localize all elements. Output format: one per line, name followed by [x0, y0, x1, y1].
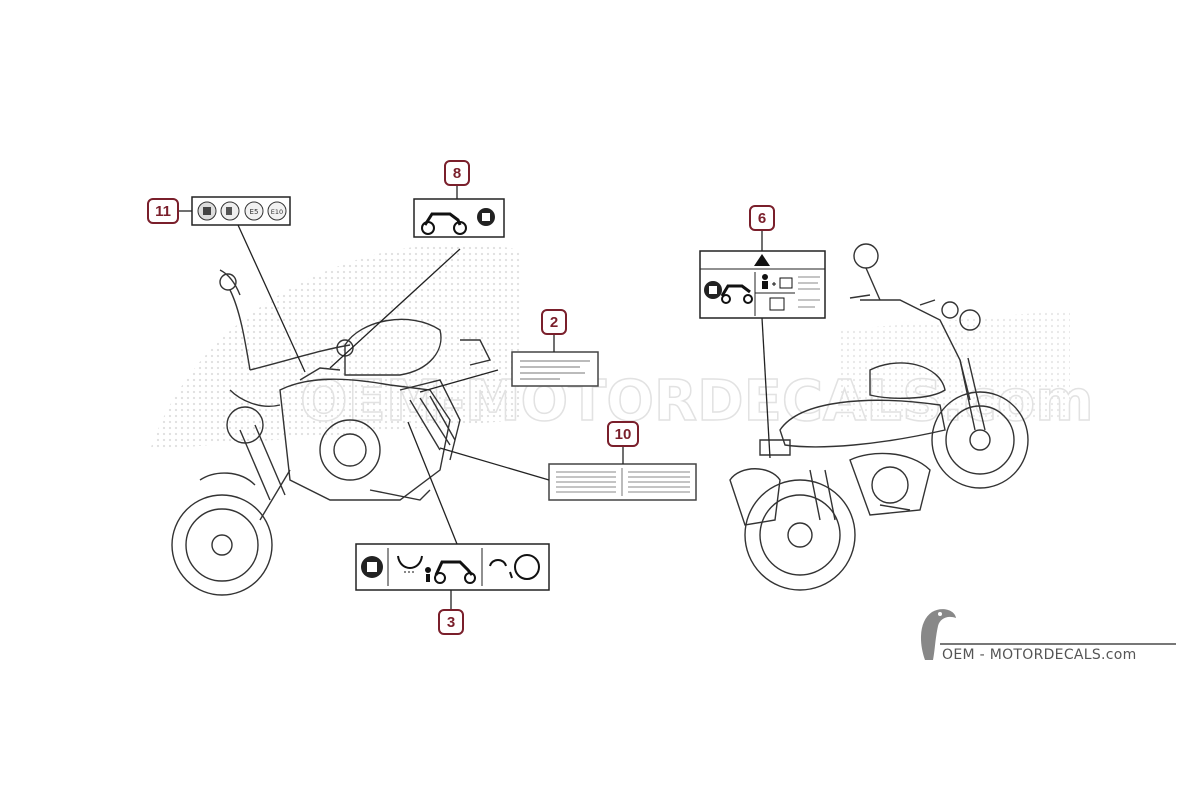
callout-8: 8: [444, 160, 470, 186]
leader-6-to-bike: [761, 317, 771, 459]
leader-11-to-bike: [237, 224, 306, 373]
label-8: [413, 198, 505, 238]
e10-badge-text: E10: [271, 208, 283, 216]
callout-2: 2: [541, 309, 567, 335]
motorcycle-left-view: [171, 269, 492, 596]
motorcycle-right-view: [729, 243, 1029, 591]
leader-8-to-bike: [329, 248, 461, 369]
motorcycle-icon: [434, 560, 474, 576]
label-10: [548, 463, 697, 501]
watermark-text: OEM-MOTORDECALS.com: [300, 369, 1094, 434]
luggage-icon: [779, 277, 793, 289]
callout-10: 10: [607, 421, 639, 447]
brand-logo-icon: [920, 609, 956, 660]
brand-rule: [940, 643, 1176, 645]
label-2: [511, 351, 599, 387]
watermark: OEM-MOTORDECALS.com: [150, 243, 1094, 450]
brand-text: OEM - MOTORDECALS.com: [942, 647, 1137, 663]
chain-slack-icon: [397, 555, 423, 569]
leader-2-to-bike: [419, 369, 499, 393]
label-6: [699, 250, 826, 319]
label-3: [355, 543, 550, 591]
e5-badge-text: E5: [250, 208, 259, 216]
tire-icon: [489, 559, 507, 567]
callout-3: 3: [438, 609, 464, 635]
luggage-icon-2: [769, 297, 785, 311]
person-icon: [425, 567, 431, 573]
e10-badge: [267, 201, 287, 221]
rider-icon: [762, 274, 768, 280]
leader-10-to-bike: [439, 447, 550, 481]
callout-11: 11: [147, 198, 179, 224]
e5-badge: [244, 201, 264, 221]
warning-icon: [754, 254, 770, 266]
leader-lines: [177, 183, 771, 609]
label-11: E5 E10: [191, 196, 291, 226]
callout-6: 6: [749, 205, 775, 231]
motorcycle-icon: [720, 284, 751, 297]
leader-3-to-bike: [407, 421, 458, 545]
